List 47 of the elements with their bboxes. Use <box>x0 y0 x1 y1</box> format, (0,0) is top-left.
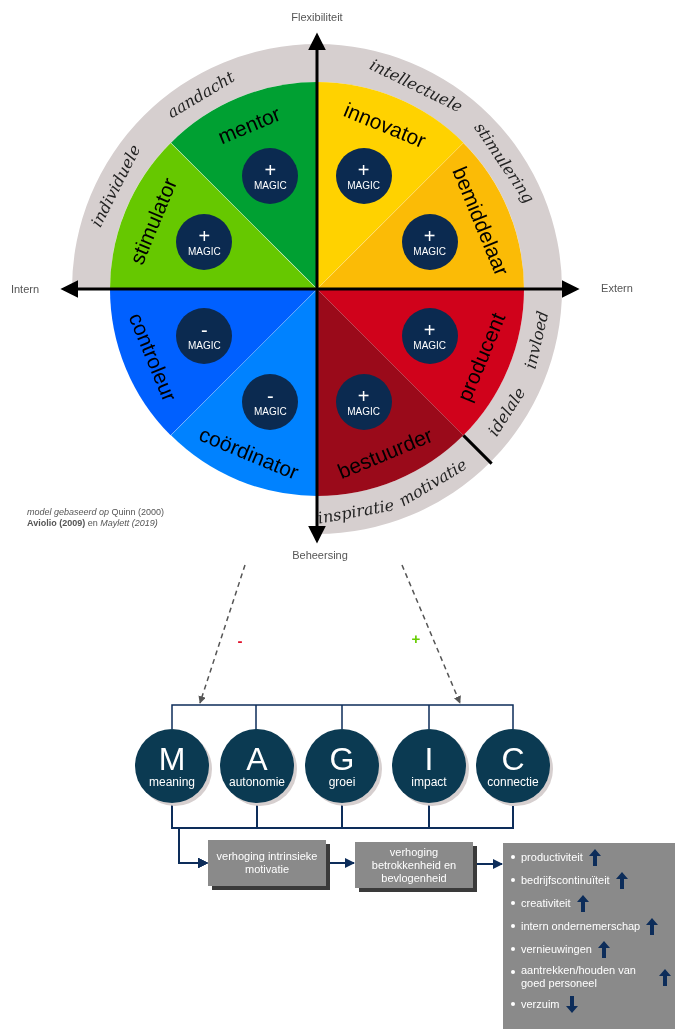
outcome-text: productiviteit <box>521 851 583 864</box>
sign-text: - <box>266 385 274 406</box>
axis-label: Extern <box>601 280 633 296</box>
source-note: model gebaseerd op Quinn (2000) Aviolio (2009) en Maylett (2019) <box>27 507 166 529</box>
badge-text: MAGIC <box>253 180 287 193</box>
circle-label: impact <box>411 775 447 789</box>
letter-text: C <box>501 743 525 775</box>
letter-text: I <box>424 743 434 775</box>
circle-label: autonomie <box>228 775 285 789</box>
sign-text: + <box>357 385 370 406</box>
axis-label: Flexibiliteit <box>291 9 343 25</box>
dashed-arrow <box>198 564 246 704</box>
badge-text: MAGIC <box>187 339 221 352</box>
outcome-text: intern ondernemerschap <box>521 920 641 933</box>
sign-text: - <box>200 319 208 340</box>
sign-text: + <box>357 160 370 181</box>
letter-text: M <box>158 743 186 775</box>
box-text: verhoging betrokkenheid en bevlogenheid <box>370 845 458 885</box>
box-text: verhoging intrinsieke motivatie <box>215 850 319 876</box>
letter-text: G <box>329 743 355 775</box>
badge-text: MAGIC <box>413 246 447 259</box>
axis-label: Beheersing <box>292 547 348 563</box>
sign-text: + <box>423 226 436 247</box>
sign-text: + <box>264 160 277 181</box>
outcome-text: aantrekken/houden van goed personeel <box>521 964 637 990</box>
circle-label: meaning <box>149 775 195 789</box>
outcome-text: bedrijfscontinuïteit <box>521 874 610 887</box>
sign-text: + <box>423 319 436 340</box>
outcome-text: verzuim <box>521 998 560 1011</box>
circle-label: groei <box>328 775 356 789</box>
letter-text: A <box>246 743 268 775</box>
outcome-panel <box>503 843 675 1029</box>
arrow <box>476 859 503 869</box>
arrow <box>329 858 355 868</box>
outcome-text: creativiteit <box>521 897 571 910</box>
sign-text: + <box>198 226 211 247</box>
ring-label: invloed <box>522 309 552 371</box>
axis-label: Intern <box>10 281 40 297</box>
badge-text: MAGIC <box>347 405 381 418</box>
outcome-text: vernieuwingen <box>521 943 592 956</box>
circle-label: connectie <box>487 775 539 789</box>
badge-text: MAGIC <box>187 246 221 259</box>
badge-text: MAGIC <box>413 339 447 352</box>
badge-text: MAGIC <box>253 405 287 418</box>
dashed-arrow <box>401 564 461 704</box>
ring-label: inspiratie <box>316 497 396 527</box>
badge-text: MAGIC <box>347 180 381 193</box>
